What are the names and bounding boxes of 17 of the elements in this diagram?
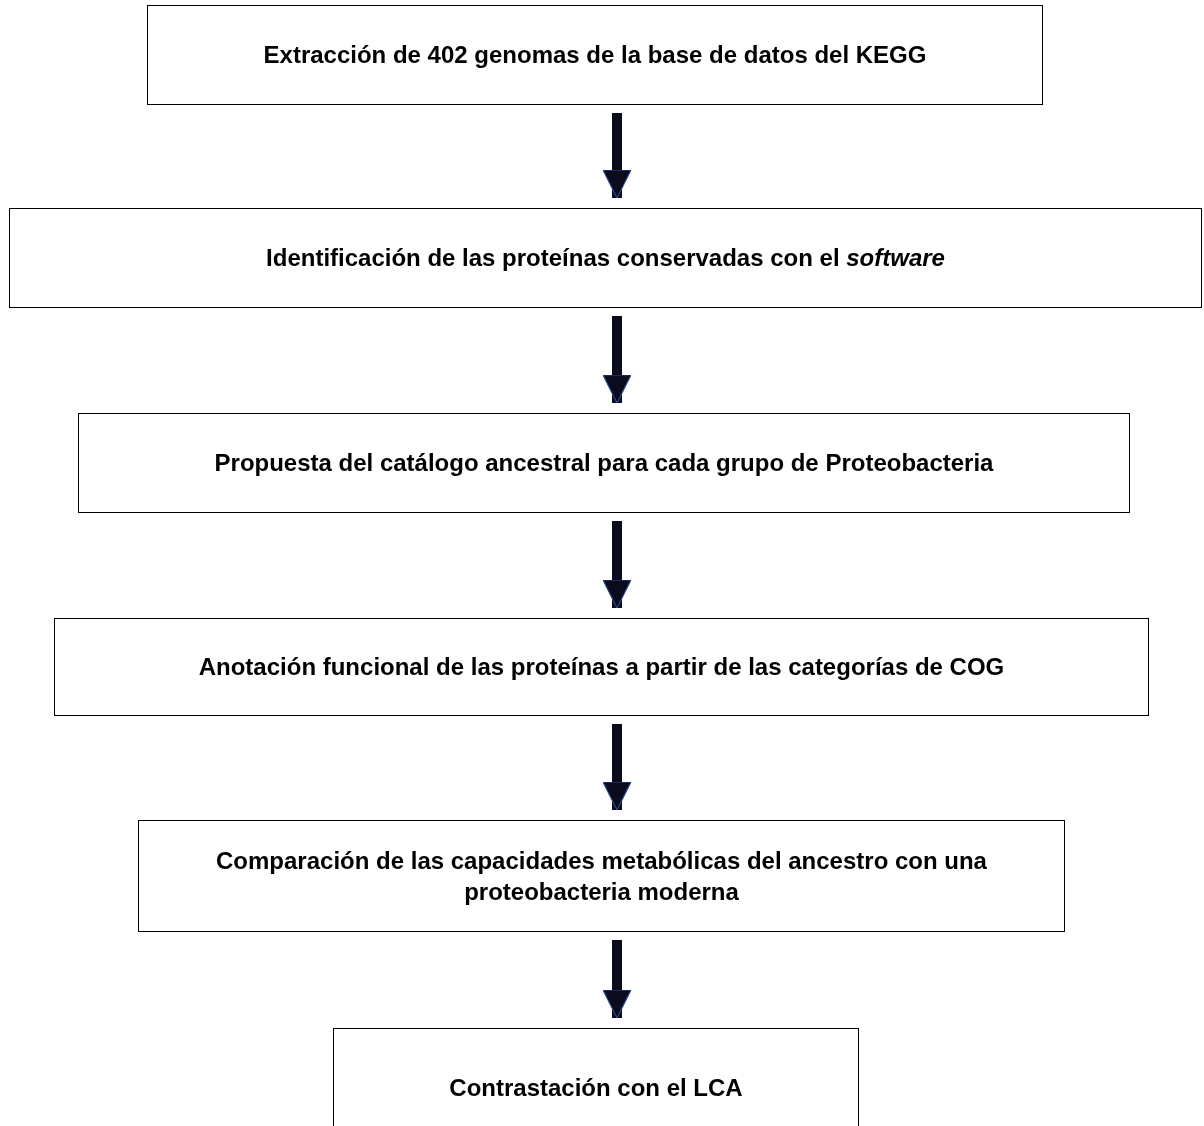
process-box xyxy=(54,618,1149,716)
arrow xyxy=(602,724,632,811)
step-text: Anotación funcional de las proteínas a partir de las categorías de COG xyxy=(197,652,1006,683)
step-text: Identificación de las proteínas conservadas con el software xyxy=(265,243,946,274)
step-text: Extracción de 402 genomas de la base de datos del KEGG xyxy=(262,40,928,71)
process-box xyxy=(78,413,1130,513)
arrow xyxy=(602,316,632,404)
process-box xyxy=(138,820,1065,932)
step-text: Propuesta del catálogo ancestral para cada grupo de Proteobacteria xyxy=(213,448,995,479)
arrow xyxy=(602,521,632,609)
step-text: Contrastación con el LCA xyxy=(448,1073,744,1104)
process-box xyxy=(147,5,1043,105)
process-box xyxy=(333,1028,859,1126)
arrow xyxy=(602,113,632,199)
step-text: Comparación de las capacidades metabólicas del ancestro con una proteobacteria moderna xyxy=(215,845,988,907)
process-box xyxy=(9,208,1202,308)
arrow xyxy=(602,940,632,1019)
